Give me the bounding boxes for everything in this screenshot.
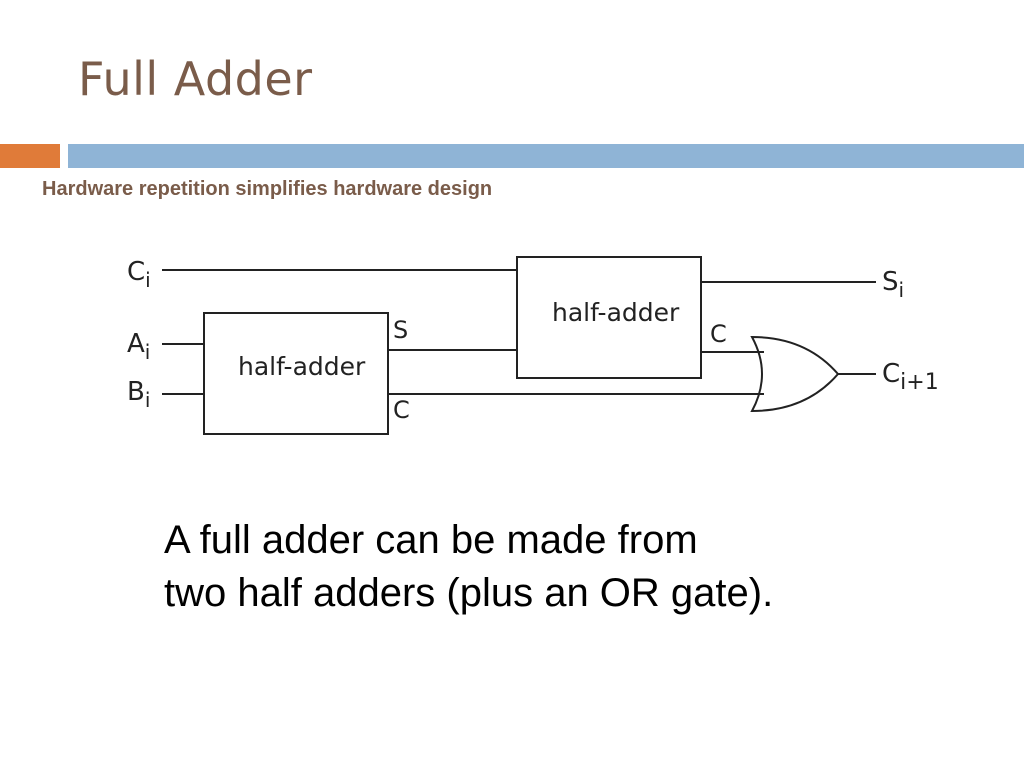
label-si: Si	[882, 267, 904, 302]
label-ai: Ai	[127, 329, 150, 364]
half-adder-1-s-port: S	[393, 316, 408, 344]
accent-bar-blue	[68, 144, 1024, 168]
half-adder-2-c-port: C	[710, 320, 727, 348]
label-bi: Bi	[127, 377, 150, 412]
half-adder-2-box	[516, 256, 702, 379]
label-cout: Ci+1	[882, 359, 939, 395]
half-adder-1-c-port: C	[393, 396, 410, 424]
label-ci: Ci	[127, 257, 151, 292]
or-gate	[750, 335, 840, 413]
accent-bar-orange	[0, 144, 60, 168]
slide-subtitle: Hardware repetition simplifies hardware …	[42, 178, 493, 200]
caption-line-1: A full adder can be made from	[164, 518, 698, 562]
half-adder-1-box	[203, 312, 389, 435]
half-adder-1-label: half-adder	[238, 352, 366, 381]
caption-line-2: two half adders (plus an OR gate).	[164, 571, 774, 615]
half-adder-2-label: half-adder	[552, 298, 680, 327]
slide-title: Full Adder	[78, 52, 313, 106]
caption: A full adder can be made from two half a…	[164, 514, 773, 620]
